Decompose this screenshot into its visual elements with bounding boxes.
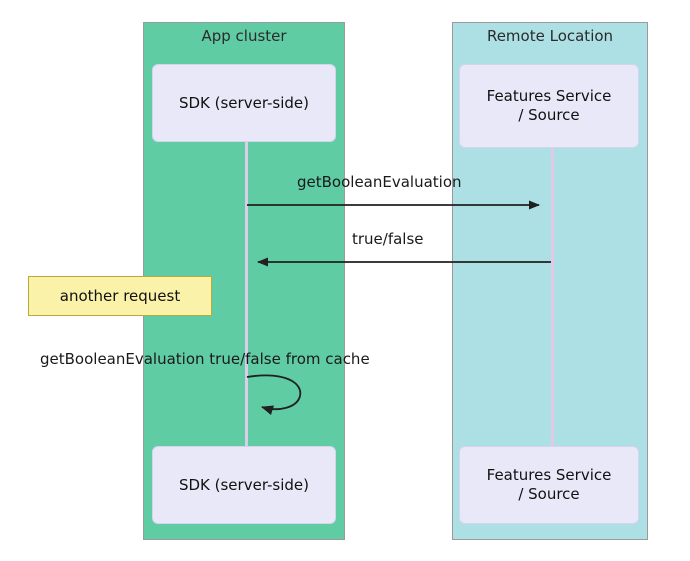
note-another-request[interactable]: another request (28, 276, 212, 316)
message-label-get-boolean-evaluation: getBooleanEvaluation (297, 173, 462, 191)
actor-box-sdk-bottom[interactable]: SDK (server-side) (152, 446, 336, 524)
arrow-self-loop-cache (246, 374, 302, 416)
actor-box-features-service-top[interactable]: Features Service / Source (459, 64, 639, 148)
lifeline-features (551, 148, 554, 446)
panel-app-cluster-title: App cluster (201, 27, 287, 45)
message-label-true-false: true/false (352, 230, 424, 248)
actor-box-sdk-top[interactable]: SDK (server-side) (152, 64, 336, 142)
actor-box-features-service-bottom[interactable]: Features Service / Source (459, 446, 639, 524)
lifeline-sdk (245, 142, 248, 446)
message-label-cache-lookup: getBooleanEvaluation true/false from cac… (40, 350, 370, 368)
panel-remote-location-title: Remote Location (486, 27, 614, 45)
